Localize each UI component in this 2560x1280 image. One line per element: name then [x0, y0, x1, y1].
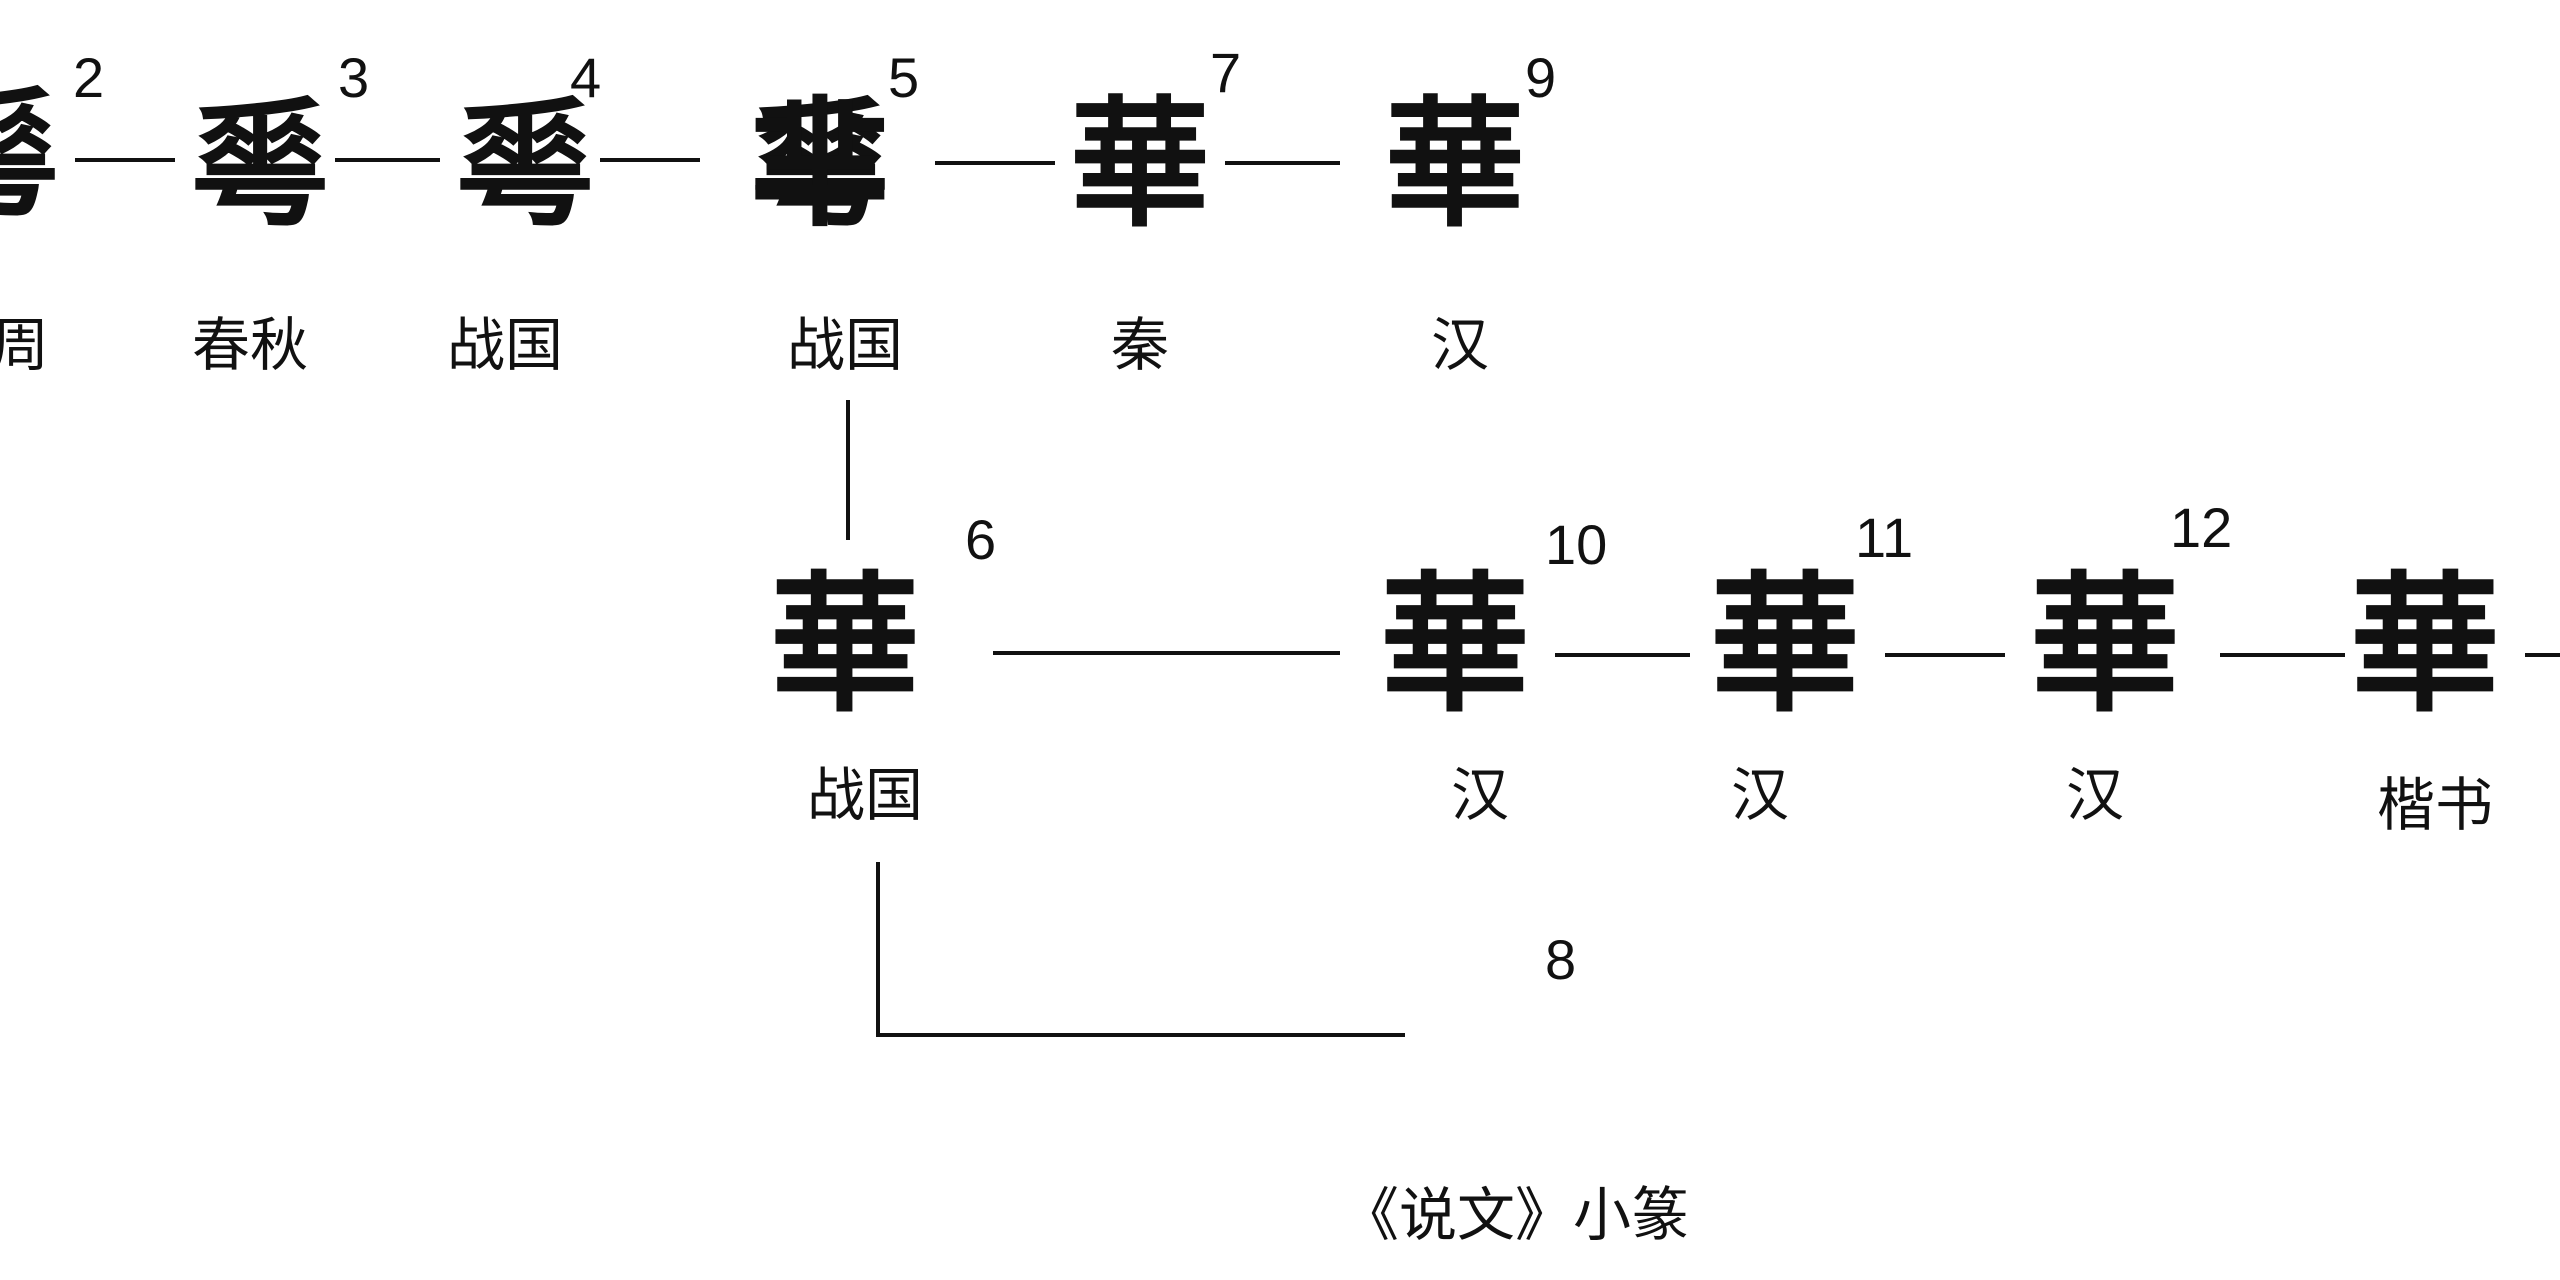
- label-s3: 战国: [355, 310, 655, 380]
- label-s11: 汉: [1610, 760, 1910, 830]
- number-s9: 9: [1525, 50, 1556, 106]
- label-s5: 战国: [695, 310, 995, 380]
- label-s9: 汉: [1310, 310, 1610, 380]
- number-s6: 6: [965, 512, 996, 568]
- label-s8: 《说文》小篆: [1265, 1180, 1765, 1250]
- number-s8: 8: [1545, 932, 1576, 988]
- number-s11: 11: [1855, 510, 1913, 566]
- label-s6: 战国: [715, 760, 1015, 830]
- glyph-s10: 華: [1345, 545, 1565, 745]
- glyph-s11: 華: [1675, 545, 1895, 745]
- label-s10: 汉: [1330, 760, 1630, 830]
- glyph-s13: 華: [2315, 545, 2535, 745]
- number-s10: 10: [1545, 517, 1607, 573]
- glyph-s12: 華: [1995, 545, 2215, 745]
- number-s7: 7: [1210, 45, 1241, 101]
- number-s12: 12: [2170, 500, 2232, 556]
- label-s13: 楷书: [2285, 770, 2560, 840]
- glyph-s4-shadow: [415, 65, 635, 265]
- glyph-s2: 𠌶: [150, 65, 370, 265]
- label-s7: 秦: [990, 310, 1290, 380]
- number-s4: 4: [570, 50, 601, 106]
- glyph-s6: 華: [735, 545, 955, 745]
- number-s5: 5: [888, 50, 919, 106]
- number-s2: 2: [73, 50, 104, 106]
- label-s12: 汉: [1945, 760, 2245, 830]
- connector-s6-s8: [878, 862, 1405, 1035]
- number-s3: 3: [338, 50, 369, 106]
